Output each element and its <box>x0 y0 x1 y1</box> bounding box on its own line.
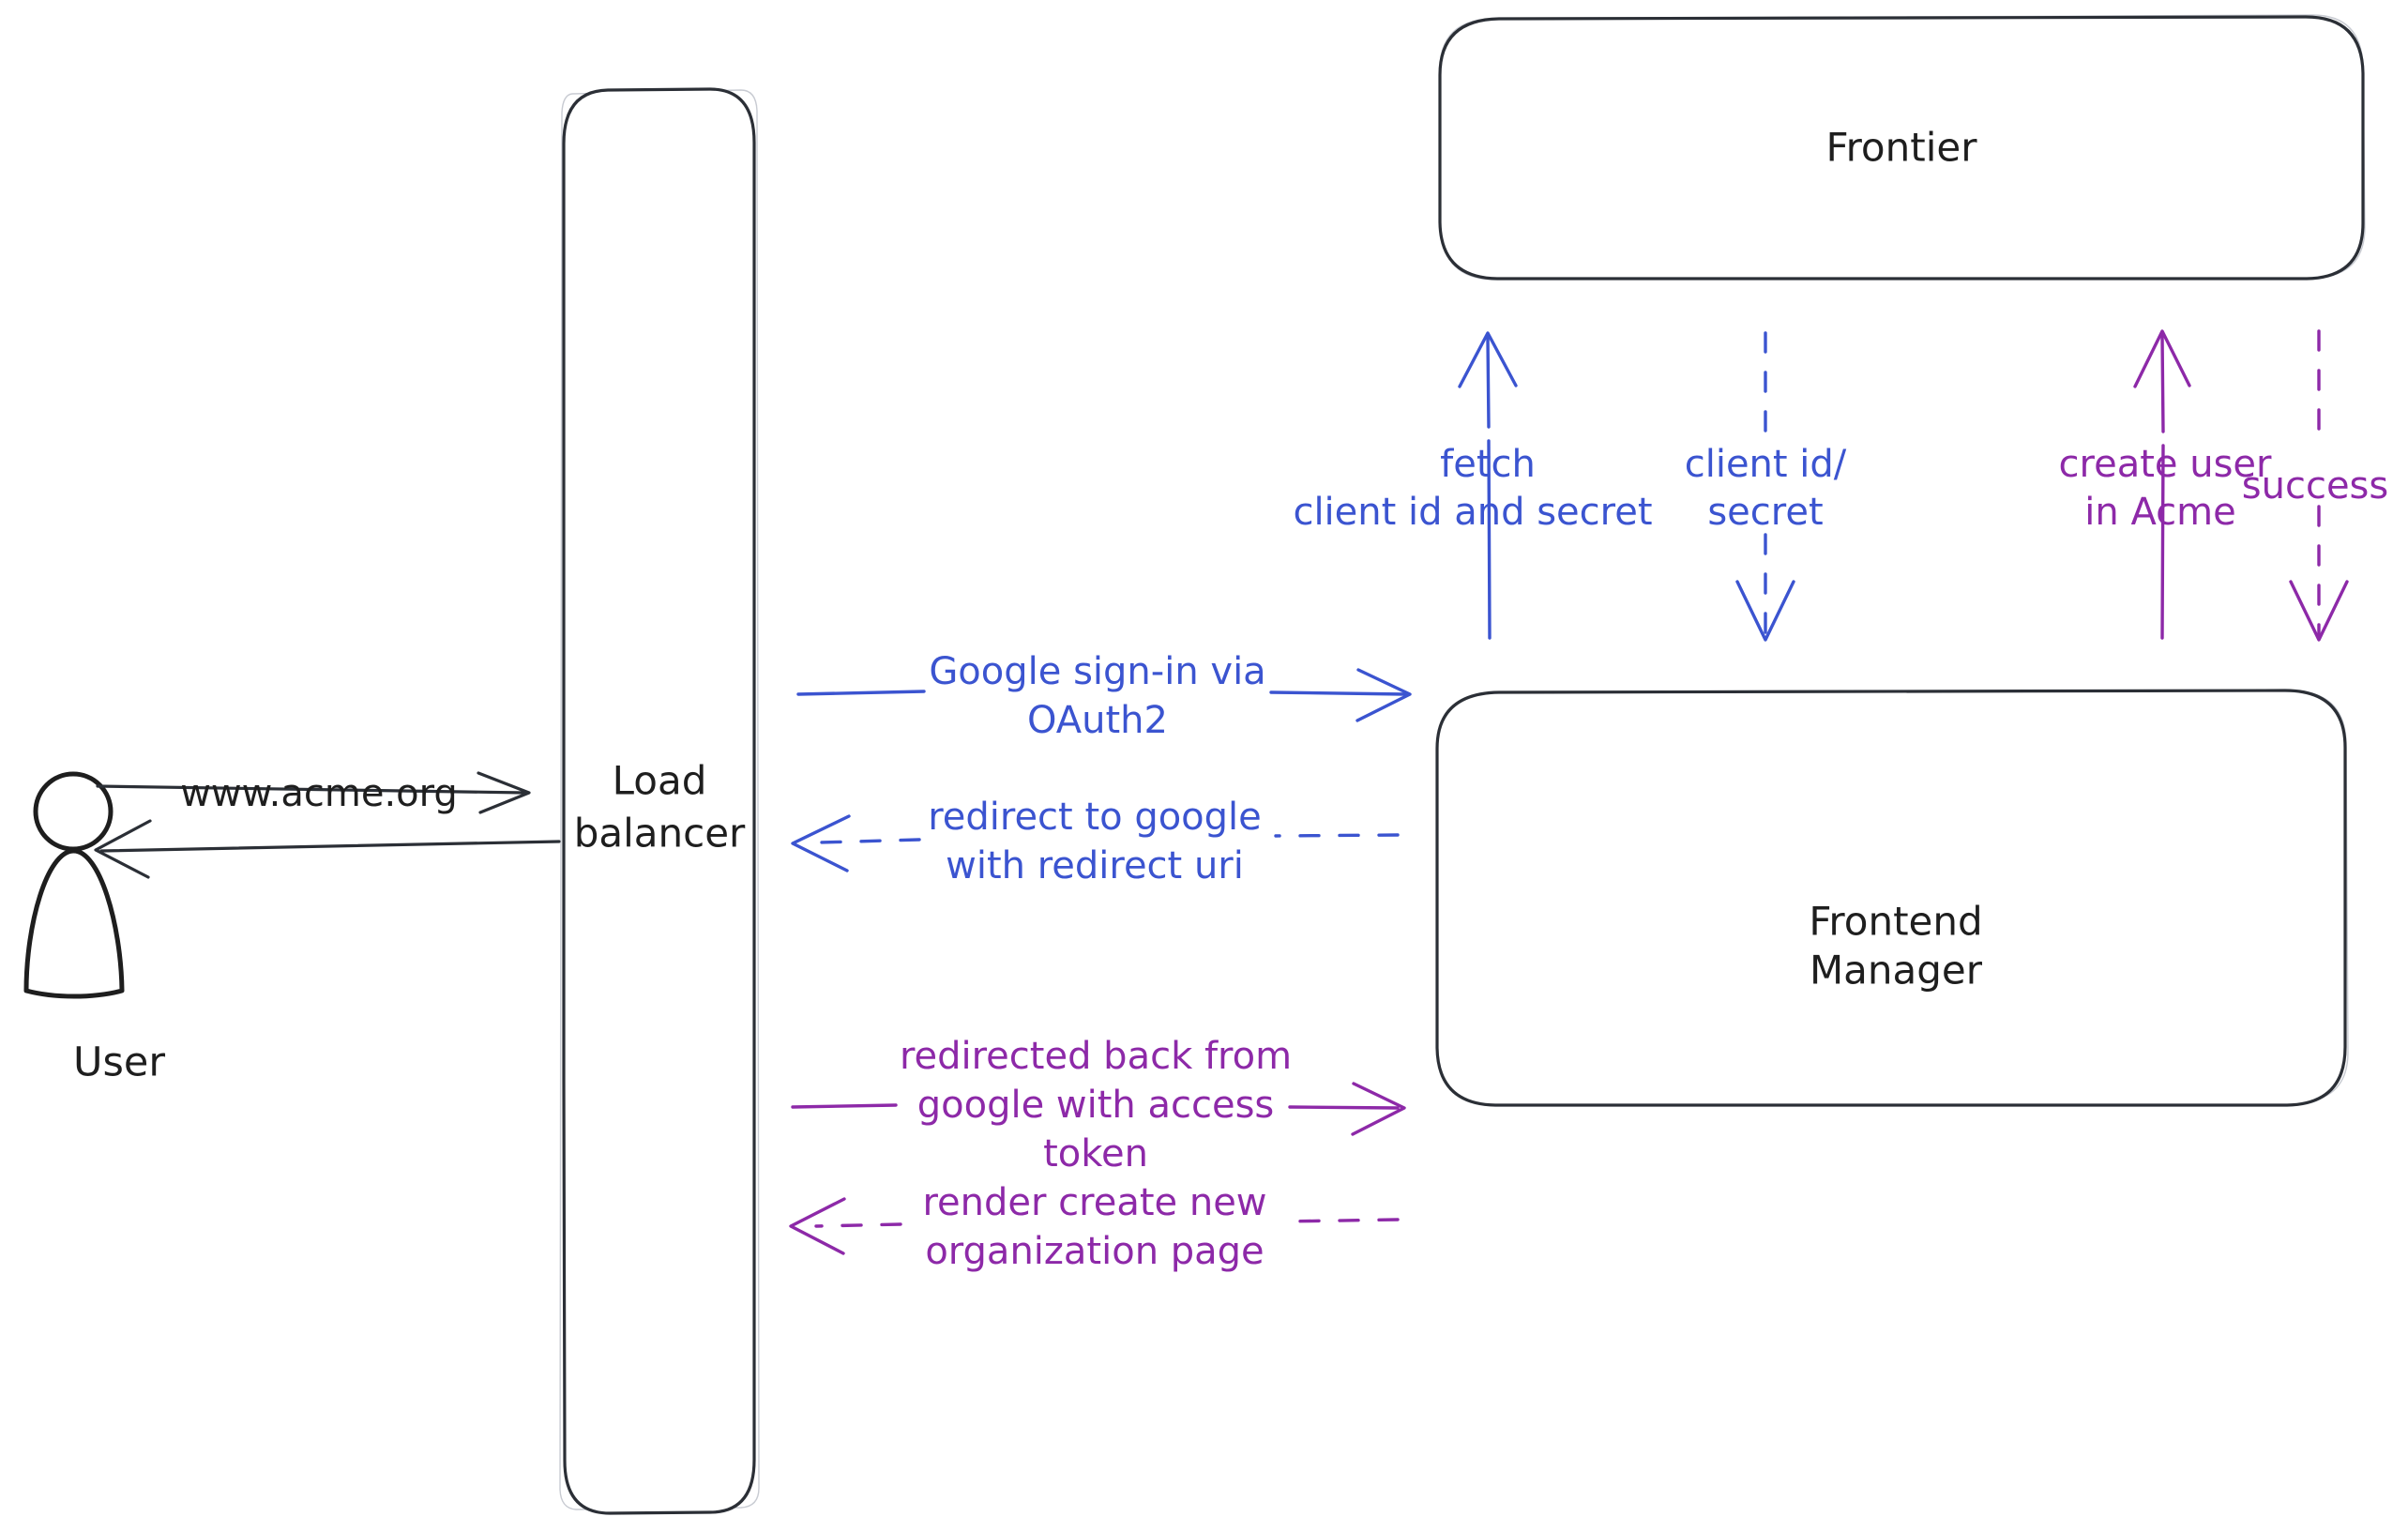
edge-user-to-load-balancer[interactable]: www.acme.org <box>96 771 531 815</box>
redirect-to-google-line-left <box>819 838 921 844</box>
render-create-org-label-line1: render create new <box>922 1181 1266 1224</box>
redirect-to-google-line-right <box>1274 833 1400 838</box>
frontend-manager-outline <box>1435 689 2347 1107</box>
create-user-line-upper <box>2160 334 2165 433</box>
lb-to-user-arrowhead <box>94 819 152 879</box>
client-id-secret-arrowhead <box>1735 580 1795 642</box>
edge-load-balancer-to-user[interactable] <box>94 819 561 879</box>
redirected-back-label-line1: redirected back from <box>900 1035 1292 1078</box>
node-load-balancer[interactable]: Load balancer <box>559 87 760 1515</box>
google-signin-line-right <box>1269 690 1407 696</box>
redirected-back-line-left <box>791 1103 898 1109</box>
frontend-manager-label-line2: Manager <box>1810 948 1983 994</box>
edge-render-create-org[interactable]: render create new organization page <box>789 1181 1400 1273</box>
client-id-secret-label-line1: client id/ <box>1685 443 1847 486</box>
edge-success[interactable]: success <box>2242 329 2388 642</box>
user-to-lb-arrowhead <box>477 771 531 814</box>
user-label: User <box>73 1039 165 1086</box>
load-balancer-label-line2: balancer <box>574 811 746 857</box>
redirect-to-google-label-line2: with redirect uri <box>946 844 1244 887</box>
render-create-org-line-left <box>814 1222 902 1228</box>
load-balancer-outline <box>562 87 756 1515</box>
edge-client-id-secret[interactable]: client id/ secret <box>1685 331 1847 642</box>
edge-fetch-client-id-secret[interactable]: fetch client id and secret <box>1293 331 1653 640</box>
redirected-back-label-line2: google with access <box>917 1084 1275 1127</box>
lb-to-user-line <box>99 840 561 853</box>
frontier-label: Frontier <box>1825 125 1977 171</box>
redirected-back-line-right <box>1288 1105 1400 1110</box>
actor-user[interactable]: User <box>23 771 165 1086</box>
success-label: success <box>2242 464 2388 508</box>
fetch-client-label-line1: fetch <box>1440 443 1536 486</box>
google-signin-label-line1: Google sign-in via <box>929 650 1265 693</box>
google-signin-line-left <box>796 690 926 696</box>
user-to-lb-label: www.acme.org <box>180 772 458 815</box>
edge-google-signin[interactable]: Google sign-in via OAuth2 <box>796 650 1412 742</box>
fetch-client-line-lower <box>1487 439 1492 640</box>
node-frontier[interactable]: Frontier <box>1438 14 2366 281</box>
create-user-label-line1: create user <box>2059 443 2272 486</box>
create-user-arrowhead <box>2133 329 2191 388</box>
redirected-back-label-line3: token <box>1043 1132 1148 1176</box>
frontend-manager-label-line1: Frontend <box>1809 899 1982 945</box>
node-frontend-manager[interactable]: Frontend Manager <box>1435 689 2349 1107</box>
create-user-label-line2: in Acme <box>2084 491 2235 534</box>
google-signin-label-line2: OAuth2 <box>1027 699 1168 742</box>
google-signin-arrowhead <box>1355 668 1412 722</box>
edge-redirect-to-google[interactable]: redirect to google with redirect uri <box>791 796 1400 887</box>
client-id-secret-label-line2: secret <box>1707 491 1823 534</box>
redirected-back-arrowhead <box>1351 1082 1406 1136</box>
redirect-to-google-label-line1: redirect to google <box>928 796 1262 839</box>
frontier-outline <box>1438 15 2365 281</box>
create-user-line-lower <box>2160 444 2165 640</box>
user-torso-icon <box>23 848 125 999</box>
success-arrowhead <box>2289 580 2349 642</box>
render-create-org-label-line2: organization page <box>925 1230 1264 1273</box>
render-create-org-line-right <box>1281 1218 1400 1223</box>
redirect-to-google-arrowhead <box>791 814 851 872</box>
load-balancer-ghost-outline <box>559 89 760 1510</box>
load-balancer-label-line1: Load <box>613 758 707 804</box>
edge-create-user-in-acme[interactable]: create user in Acme <box>2059 329 2272 640</box>
fetch-client-line-upper <box>1486 336 1491 429</box>
fetch-client-label-line2: client id and secret <box>1293 491 1652 534</box>
user-to-lb-line <box>96 784 527 795</box>
edge-redirected-back-token[interactable]: redirected back from google with access … <box>791 1035 1406 1176</box>
render-create-org-arrowhead <box>789 1197 846 1255</box>
fetch-client-arrowhead <box>1458 331 1518 388</box>
